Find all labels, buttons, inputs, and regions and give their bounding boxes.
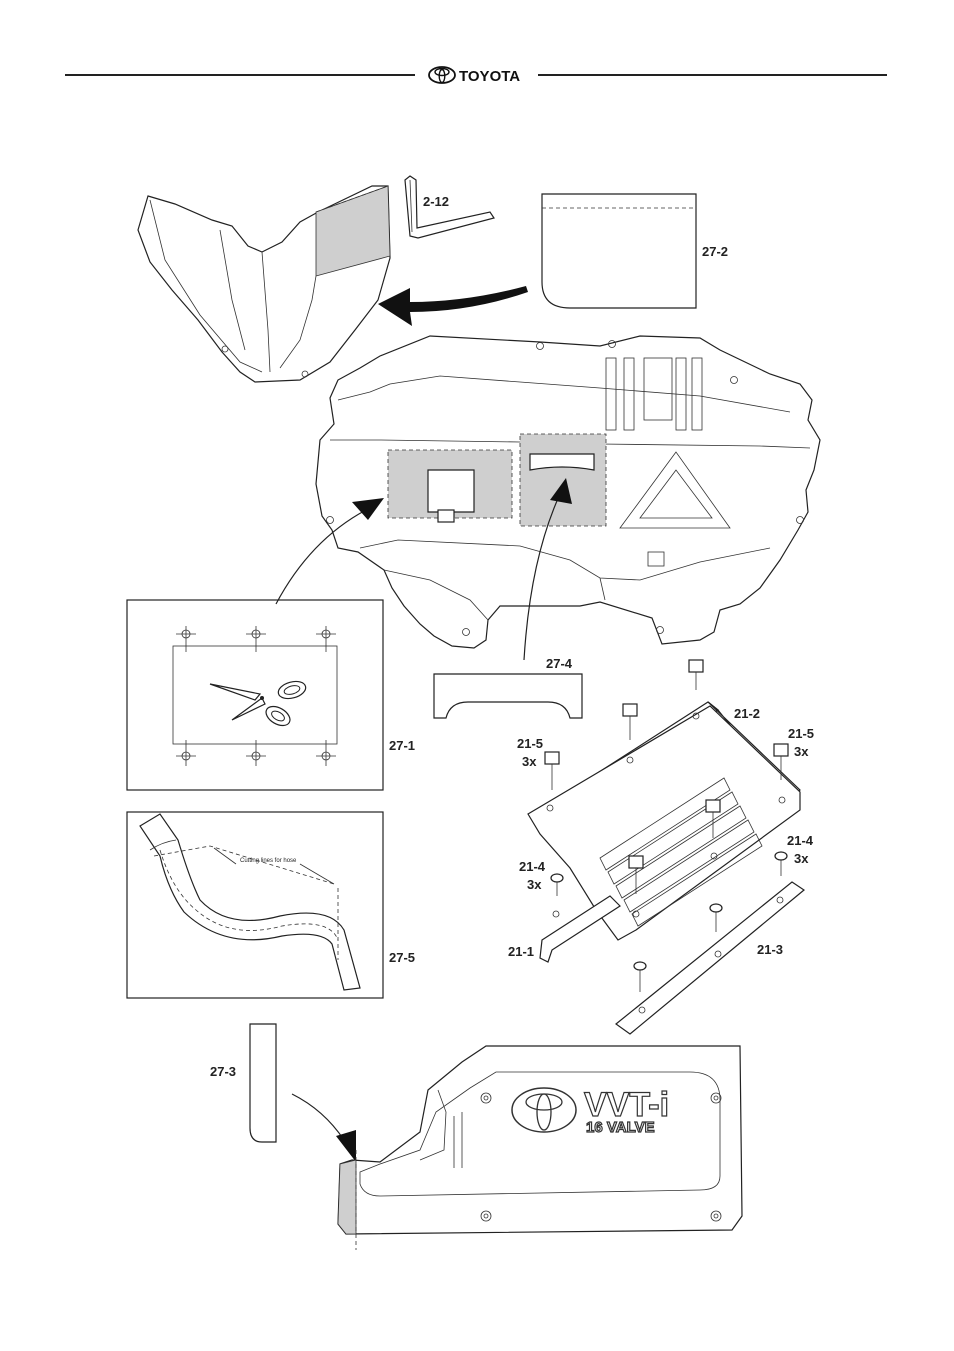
brand-name: TOYOTA: [459, 68, 520, 85]
screw-icon: [709, 903, 723, 932]
bolts: [544, 659, 789, 992]
label-21-4-left: 21-4: [519, 859, 546, 874]
page-header: TOYOTA: [65, 66, 887, 85]
qty-21-5-right: 3x: [794, 744, 809, 759]
film-sheet-part: [541, 193, 697, 309]
bolt-icon: [622, 703, 638, 740]
label-21-3: 21-3: [757, 942, 783, 957]
panel-27-5: Cutting lines for hose: [126, 811, 384, 999]
screw-icon: [774, 851, 788, 876]
screw-icon: [550, 873, 564, 896]
label-21-5-left: 21-5: [517, 736, 543, 751]
bolt-icon: [628, 855, 644, 894]
arrow-27-4-to-cover: [523, 478, 572, 661]
bolt-icon: [773, 743, 789, 780]
qty-21-5-left: 3x: [522, 754, 537, 769]
label-21-4-right: 21-4: [787, 833, 814, 848]
bolt-icon: [688, 659, 704, 690]
toyota-logo-icon: [428, 66, 456, 84]
label-2-12: 2-12: [423, 194, 449, 209]
film-27-4-part: [433, 673, 583, 719]
emblem-vvti: VVT-i: [584, 1086, 669, 1124]
film-strip-27-3: [249, 1023, 277, 1143]
engine-cover-part: VVT-i 16 VALVE: [337, 1045, 743, 1250]
scissors-icon: [209, 680, 307, 727]
qty-21-4-left: 3x: [527, 877, 542, 892]
cut-markers-bottom: [176, 740, 336, 766]
bolt-icon: [705, 799, 721, 838]
label-27-2: 27-2: [702, 244, 728, 259]
cut-markers-top: [176, 626, 336, 652]
screw-icon: [633, 961, 647, 992]
label-27-5: 27-5: [389, 950, 415, 965]
label-21-5-right: 21-5: [788, 726, 814, 741]
bolt-icon: [544, 751, 560, 790]
label-27-4: 27-4: [546, 656, 573, 671]
label-21-1: 21-1: [508, 944, 534, 959]
emblem-16-valve: 16 VALVE: [586, 1119, 655, 1136]
label-21-2: 21-2: [734, 706, 760, 721]
label-27-1: 27-1: [389, 738, 415, 753]
panel-27-1: [126, 599, 384, 791]
toyota-emblem-icon: [511, 1087, 577, 1133]
hex-key-tool: [404, 175, 495, 239]
label-27-3: 27-3: [210, 1064, 236, 1079]
arrow-sheet-to-shield: [378, 286, 528, 326]
arrow-27-3-to-cover: [291, 1093, 356, 1162]
arrow-27-1-to-cover: [275, 498, 384, 605]
hose-cutting-note: Cutting lines for hose: [240, 858, 297, 864]
shield-ribs: [599, 777, 763, 927]
heat-shield-assembly: [527, 701, 806, 1035]
qty-21-4-right: 3x: [794, 851, 809, 866]
side-shield-part: [137, 185, 391, 383]
